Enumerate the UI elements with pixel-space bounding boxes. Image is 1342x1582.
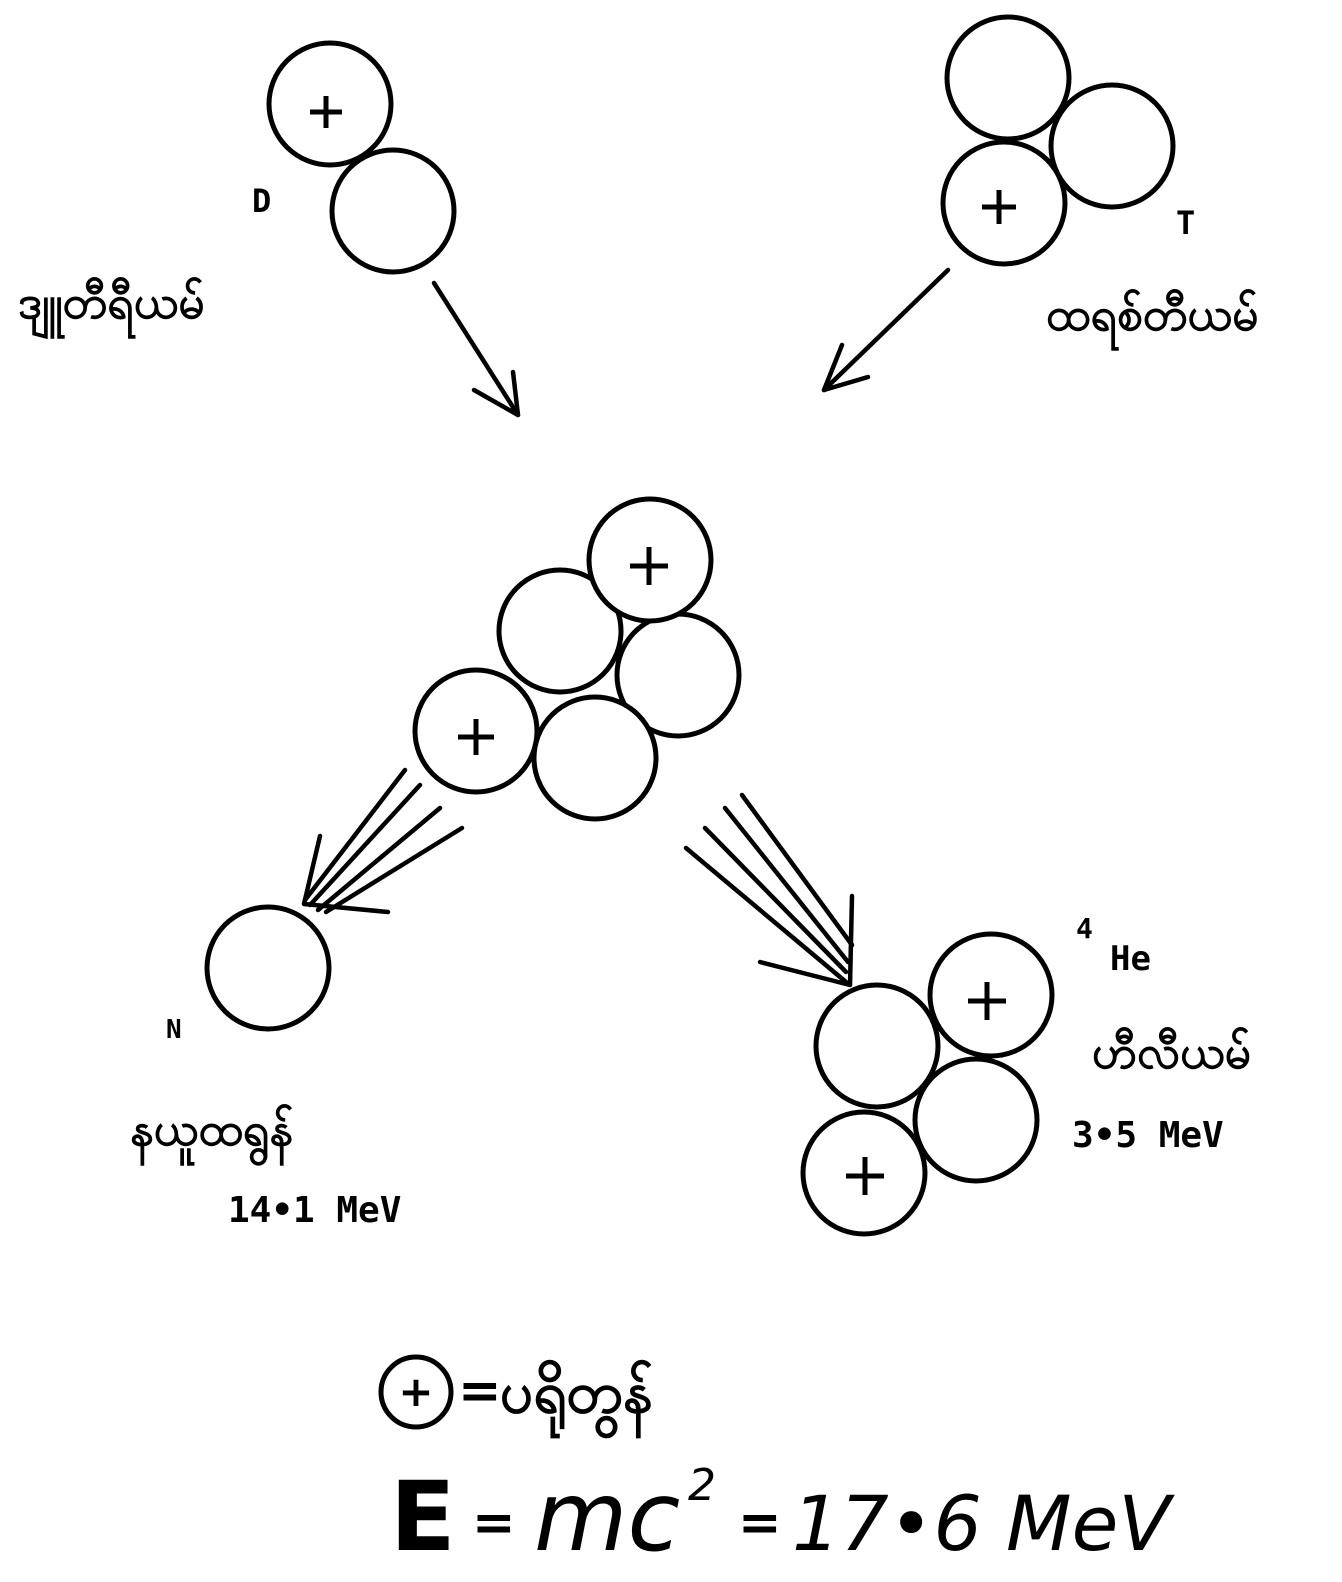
neutron-symbol: N [166, 1015, 182, 1045]
tritium-neutron [1048, 82, 1176, 210]
plus-icon [630, 547, 668, 585]
neutron-energy: 14•1 MeV [228, 1190, 401, 1231]
neutron-product [204, 904, 332, 1032]
tritium-symbol: T [1176, 204, 1195, 242]
helium-energy: 3•5 MeV [1072, 1115, 1224, 1156]
equation-energy-symbol: E [390, 1461, 456, 1573]
plus-icon [846, 1157, 884, 1195]
neutron-arrow [301, 767, 465, 915]
compound-neutron [496, 567, 624, 695]
helium-neutron [912, 1056, 1040, 1184]
tritium-proton [940, 139, 1068, 267]
tritium-arrow [821, 267, 951, 393]
mass-energy-equation: E = mc 2 = 17•6 MeV [390, 1460, 1175, 1573]
equation-equals-1: = [472, 1493, 516, 1553]
deuterium-nucleus [266, 40, 457, 275]
proton-legend-name: ပရိုတွန် [500, 1358, 653, 1438]
tritium-nucleus [940, 14, 1176, 267]
helium-proton [927, 931, 1055, 1059]
plus-icon [968, 982, 1006, 1020]
tritium-neutron [944, 14, 1072, 142]
helium-mass-number: 4 [1076, 912, 1093, 945]
deuterium-name: ဒျူတီရီယမ် [18, 275, 205, 340]
helium-nucleus [800, 931, 1055, 1237]
plus-icon [458, 719, 494, 755]
legend: + = ပရိုတွန် [378, 1354, 653, 1438]
helium-neutron [813, 982, 941, 1110]
equation-mc: mc [534, 1461, 680, 1573]
helium-symbol: He [1110, 939, 1151, 979]
helium-arrow [683, 792, 855, 988]
deuterium-symbol: D [252, 182, 271, 220]
neutron-name: နယူထရွန် [130, 1102, 293, 1167]
plus-icon [982, 190, 1016, 224]
free-neutron [204, 904, 332, 1032]
compound-neutron [531, 694, 659, 822]
deuterium-proton [266, 40, 394, 168]
equation-equals-2: = [738, 1493, 782, 1553]
deuterium-arrow [431, 280, 521, 418]
equation-value: 17•6 MeV [792, 1479, 1175, 1568]
legend-equals: = [458, 1361, 502, 1421]
compound-nucleus [412, 496, 742, 822]
proton-legend-icon [378, 1354, 454, 1430]
deuterium-neutron [329, 147, 457, 275]
tritium-name: ထရစ်တီယမ် [1046, 287, 1258, 352]
proton-legend-symbol: + [398, 1367, 433, 1416]
equation-exponent: 2 [688, 1460, 716, 1511]
helium-name: ဟီလီယမ် [1092, 1025, 1251, 1079]
plus-icon [310, 96, 342, 128]
